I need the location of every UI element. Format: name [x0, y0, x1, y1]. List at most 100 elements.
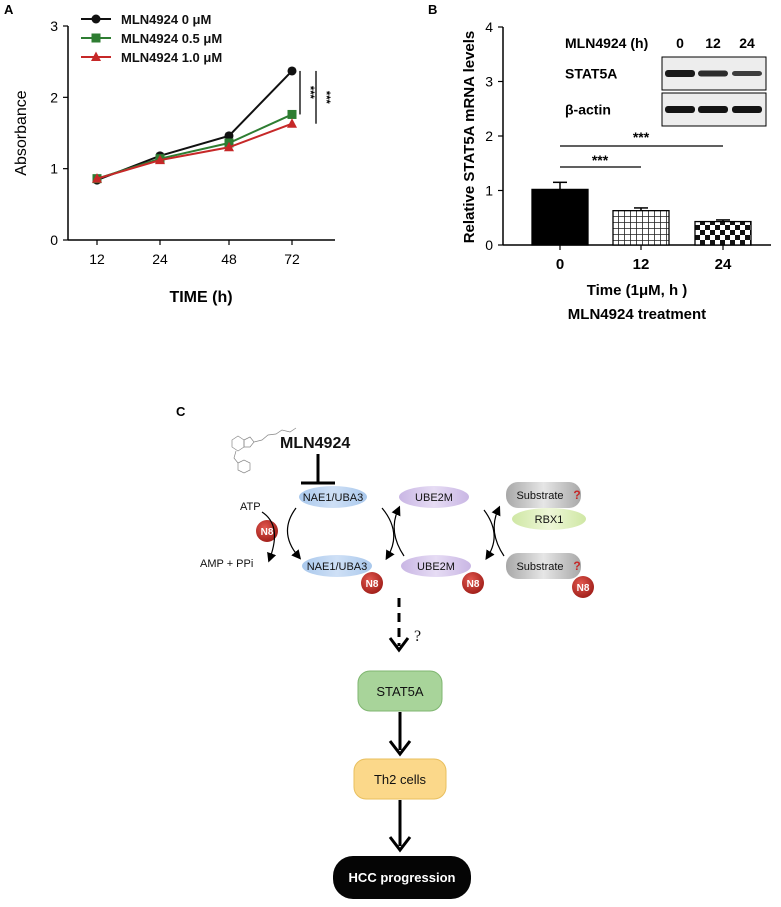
x-tick-label: 0	[556, 256, 564, 273]
substrate-top-node	[506, 482, 581, 508]
data-point	[155, 151, 165, 161]
arrow-th2-hcc-head	[388, 836, 412, 853]
sig-label-1: ***	[592, 152, 609, 168]
blot-lane-label: 12	[705, 35, 721, 51]
panel-label-b: B	[428, 2, 437, 17]
panel-label-a: A	[4, 2, 14, 17]
y-axis-label: Relative STAT5A mRNA levels	[461, 31, 478, 244]
y-tick-label: 1	[50, 161, 58, 177]
data-point	[155, 154, 165, 165]
th2-node	[353, 758, 447, 800]
y-tick-label: 4	[485, 19, 493, 35]
y-tick-label: 3	[485, 74, 493, 90]
blot-row-label: STAT5A	[565, 66, 617, 82]
nae-bottom-node	[302, 555, 372, 577]
data-point	[287, 66, 297, 76]
stat5a-label: STAT5A	[376, 684, 424, 699]
sig-label-2: ***	[320, 91, 332, 105]
substrate-bottom-question: ?	[573, 559, 580, 573]
series-1: MLN4924 0 μM	[81, 12, 297, 185]
x-axis-label-2: MLN4924 treatment	[568, 306, 706, 323]
dashed-arrow-query: ?	[414, 628, 421, 645]
rbx1-label: RBX1	[535, 514, 564, 526]
rbx1-node	[512, 508, 586, 530]
y-tick-label: 1	[485, 183, 493, 199]
inhibitor-label: MLN4924	[280, 435, 350, 452]
data-point	[91, 14, 101, 24]
data-point	[287, 109, 297, 119]
ube-bottom-label: UBE2M	[417, 561, 455, 573]
legend-label: MLN4924 1.0 μM	[121, 50, 222, 65]
data-point	[91, 51, 101, 61]
n8-substrate-badge	[572, 576, 594, 598]
y-tick-label: 2	[485, 128, 493, 144]
arrow-right-a	[483, 509, 495, 561]
sig-label-1: ***	[304, 86, 316, 100]
x-tick-label: 48	[221, 251, 237, 267]
substrate-top-question: ?	[573, 488, 580, 502]
blot-band	[732, 106, 762, 113]
bar-12	[612, 210, 670, 246]
blot-lane-label: 0	[676, 35, 684, 51]
data-point	[91, 33, 101, 43]
x-tick-label: 72	[284, 251, 300, 267]
x-tick-label: 24	[715, 256, 732, 273]
x-axis-label: TIME (h)	[169, 289, 232, 306]
hcc-node	[333, 856, 471, 899]
arrow-stat-th2-head	[388, 740, 412, 757]
x-axis-label: Time (1μM, h )	[587, 282, 688, 299]
series-line	[96, 70, 293, 182]
x-tick-label: 12	[633, 256, 650, 273]
n8-left-label: N8	[261, 527, 274, 538]
y-tick-label: 2	[50, 89, 58, 105]
blot-band	[732, 71, 762, 76]
n8-nae-badge	[361, 572, 383, 594]
panel-label-c: C	[176, 404, 186, 419]
sig-label-2: ***	[633, 129, 650, 145]
x-tick-label: 24	[152, 251, 168, 267]
ube-top-node	[399, 486, 469, 508]
blot-band	[698, 70, 728, 77]
series-line	[96, 122, 293, 180]
substrate-top-label: Substrate	[516, 490, 563, 502]
blot-band	[665, 106, 695, 113]
series-3: MLN4924 1.0 μM	[81, 50, 297, 183]
arrow-left-a	[261, 511, 277, 563]
n8-left-badge	[256, 520, 278, 542]
data-point	[287, 118, 297, 128]
th2-label: Th2 cells	[374, 772, 427, 787]
nae-top-label: NAE1/UBA3	[303, 492, 364, 504]
nae-top-node	[299, 486, 367, 508]
data-point	[224, 141, 234, 152]
mln4924-structure-icon	[231, 427, 297, 474]
legend-label: MLN4924 0 μM	[121, 12, 211, 27]
blot-band	[698, 106, 728, 113]
y-tick-label: 0	[485, 237, 493, 253]
legend-label: MLN4924 0.5 μM	[121, 31, 222, 46]
stat5a-node	[357, 670, 443, 712]
series-2: MLN4924 0.5 μM	[81, 31, 297, 184]
y-tick-label: 0	[50, 232, 58, 248]
n8-ube-badge	[462, 572, 484, 594]
data-point	[155, 154, 165, 164]
y-tick-label: 3	[50, 18, 58, 34]
nae-bottom-label: NAE1/UBA3	[307, 561, 368, 573]
blot-header-label: MLN4924 (h)	[565, 35, 648, 51]
data-point	[92, 173, 102, 183]
x-tick-label: 12	[89, 251, 105, 267]
amp-label: AMP + PPi	[200, 558, 253, 570]
blot-band	[665, 70, 695, 77]
substrate-bottom-node	[506, 553, 581, 579]
ube-top-label: UBE2M	[415, 492, 453, 504]
data-point	[92, 174, 102, 184]
blot-frame	[661, 56, 767, 91]
arrow-mid-a	[381, 507, 395, 561]
blot-frame	[661, 92, 767, 127]
n8-substrate-label: N8	[577, 583, 590, 594]
data-point	[224, 138, 234, 148]
series-line	[96, 113, 293, 180]
bar-24	[694, 220, 752, 246]
